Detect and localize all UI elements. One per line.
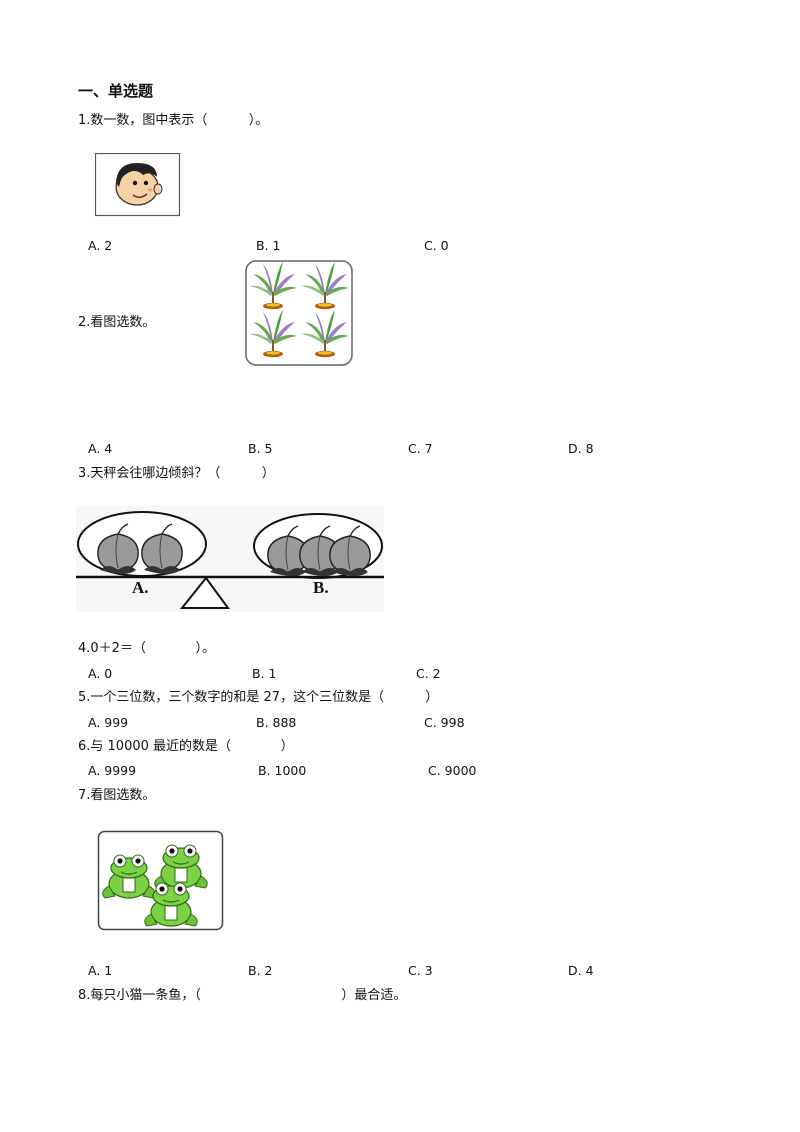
boy-face-image [95, 153, 181, 217]
q6-option-c: C. 9000 [428, 763, 477, 778]
q6-option-b: B. 1000 [258, 763, 307, 778]
question-2-text: 2.看图选数。 [78, 315, 156, 330]
question-1-text: 1.数一数，图中表示（ ）。 [78, 113, 269, 128]
q5-option-b: B. 888 [256, 715, 297, 730]
question-7-text: 7.看图选数。 [78, 788, 156, 803]
plants-image [245, 260, 353, 366]
q2-option-a: A. 4 [88, 441, 113, 456]
q5-option-c: C. 998 [424, 715, 465, 730]
question-5-text: 5.一个三位数，三个数字的和是 27，这个三位数是（ ） [78, 690, 439, 705]
q7-option-c: C. 3 [408, 963, 433, 978]
q2-option-d: D. 8 [568, 441, 594, 456]
section-title: 一、单选题 [78, 82, 154, 100]
q4-option-b: B. 1 [252, 666, 277, 681]
question-8-text: 8.每只小猫一条鱼，（ ）最合适。 [78, 988, 407, 1003]
q6-option-a: A. 9999 [88, 763, 137, 778]
scale-label-a: A. [132, 578, 149, 597]
q4-option-c: C. 2 [416, 666, 441, 681]
q1-option-c: C. 0 [424, 238, 449, 253]
question-3-text: 3.天秤会往哪边倾斜？（ ） [78, 466, 275, 481]
frogs-image [97, 830, 225, 932]
q1-option-a: A. 2 [88, 238, 113, 253]
q7-option-b: B. 2 [248, 963, 273, 978]
q2-option-b: B. 5 [248, 441, 273, 456]
q5-option-a: A. 999 [88, 715, 129, 730]
balance-scale-image: A. B. [76, 506, 384, 612]
q4-option-a: A. 0 [88, 666, 113, 681]
scale-label-b: B. [313, 578, 329, 597]
q7-option-a: A. 1 [88, 963, 113, 978]
q7-option-d: D. 4 [568, 963, 594, 978]
question-6-text: 6.与 10000 最近的数是（ ） [78, 739, 294, 754]
q2-option-c: C. 7 [408, 441, 433, 456]
question-4-text: 4.0＋2＝（ ）。 [78, 641, 216, 656]
q1-option-b: B. 1 [256, 238, 281, 253]
